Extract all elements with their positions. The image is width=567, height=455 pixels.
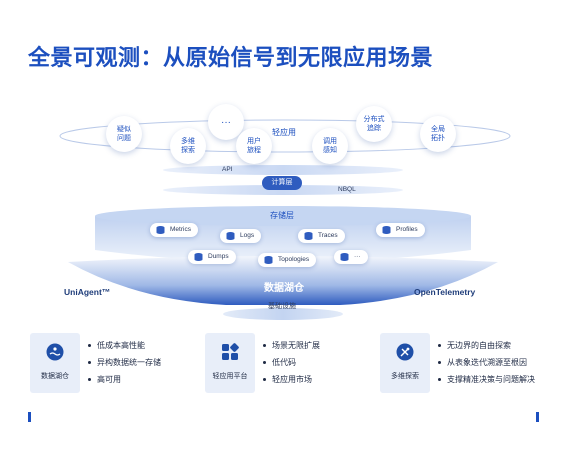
data-lake-label: 数据湖仓 xyxy=(264,283,304,294)
database-icon xyxy=(382,226,391,234)
feature-point: 低代码 xyxy=(263,354,320,371)
storage-item-more: ··· xyxy=(334,250,368,264)
app-grid-icon xyxy=(222,343,239,360)
database-icon xyxy=(304,232,313,240)
feature-icon-box: 轻应用平台 xyxy=(205,333,255,393)
bubble-suspected-issue: 疑似问题 xyxy=(106,116,142,152)
compute-layer-label: 计算层 xyxy=(262,176,302,190)
feature-point: 场景无限扩展 xyxy=(263,337,320,354)
bubble-multidim-explore: 多维探索 xyxy=(170,128,206,164)
database-icon xyxy=(340,253,349,261)
uniagent-brand: UniAgent™ xyxy=(64,287,111,297)
api-disc xyxy=(163,165,403,175)
feature-point: 轻应用市场 xyxy=(263,371,320,388)
feature-card-data-lake: 数据湖仓 低成本高性能 异构数据统一存储 高可用 xyxy=(30,333,200,393)
feature-name: 多维探索 xyxy=(391,373,419,380)
bubble-global-topology: 全局拓扑 xyxy=(420,116,456,152)
database-icon xyxy=(156,226,165,234)
bubble-more: ··· xyxy=(208,104,244,140)
feature-points: 场景无限扩展 低代码 轻应用市场 xyxy=(263,337,320,388)
feature-icon-box: 多维探索 xyxy=(380,333,430,393)
feature-name: 轻应用平台 xyxy=(212,373,248,380)
database-icon xyxy=(264,256,273,264)
explore-icon xyxy=(396,343,414,361)
light-app-label: 轻应用 xyxy=(272,128,296,137)
data-lake-funnel xyxy=(68,256,498,305)
feature-card-light-app-platform: 轻应用平台 场景无限扩展 低代码 轻应用市场 xyxy=(205,333,375,393)
feature-icon-box: 数据湖仓 xyxy=(30,333,80,393)
feature-points: 低成本高性能 异构数据统一存储 高可用 xyxy=(88,337,161,388)
feature-name: 数据湖仓 xyxy=(41,373,69,380)
storage-item-traces: Traces xyxy=(298,229,345,243)
storage-item-dumps: Dumps xyxy=(188,250,236,264)
nbql-disc xyxy=(163,185,403,195)
storage-item-profiles: Profiles xyxy=(376,223,425,237)
lake-icon xyxy=(46,343,64,361)
opentelemetry-brand: OpenTelemetry xyxy=(414,287,476,297)
infra-label: 基础设施 xyxy=(268,303,296,310)
feature-card-multidim-explore: 多维探索 无边界的自由探索 从表象迭代溯源至根因 支撑精准决策与问题解决 xyxy=(380,333,550,393)
feature-point: 支撑精准决策与问题解决 xyxy=(438,371,535,388)
database-icon xyxy=(194,253,203,261)
bubble-user-journey: 用户旅程 xyxy=(236,128,272,164)
corner-mark-left xyxy=(28,412,31,422)
feature-point: 从表象迭代溯源至根因 xyxy=(438,354,535,371)
nbql-label: NBQL xyxy=(338,186,356,193)
page-title: 全景可观测：从原始信号到无限应用场景 xyxy=(28,45,434,70)
feature-point: 无边界的自由探索 xyxy=(438,337,535,354)
api-label: API xyxy=(222,166,233,173)
database-icon xyxy=(226,232,235,240)
infra-base xyxy=(223,308,343,320)
bubble-call-aware: 调用感知 xyxy=(312,128,348,164)
storage-item-topologies: Topologies xyxy=(258,253,317,267)
storage-top xyxy=(95,206,471,226)
feature-points: 无边界的自由探索 从表象迭代溯源至根因 支撑精准决策与问题解决 xyxy=(438,337,535,388)
feature-point: 低成本高性能 xyxy=(88,337,161,354)
storage-layer-label: 存储层 xyxy=(270,211,294,220)
corner-mark-right xyxy=(536,412,539,422)
light-app-orbit xyxy=(59,119,511,153)
bubble-distributed-trace: 分布式追踪 xyxy=(356,106,392,142)
feature-point: 异构数据统一存储 xyxy=(88,354,161,371)
storage-item-logs: Logs xyxy=(220,229,262,243)
feature-point: 高可用 xyxy=(88,371,161,388)
storage-item-metrics: Metrics xyxy=(150,223,198,237)
